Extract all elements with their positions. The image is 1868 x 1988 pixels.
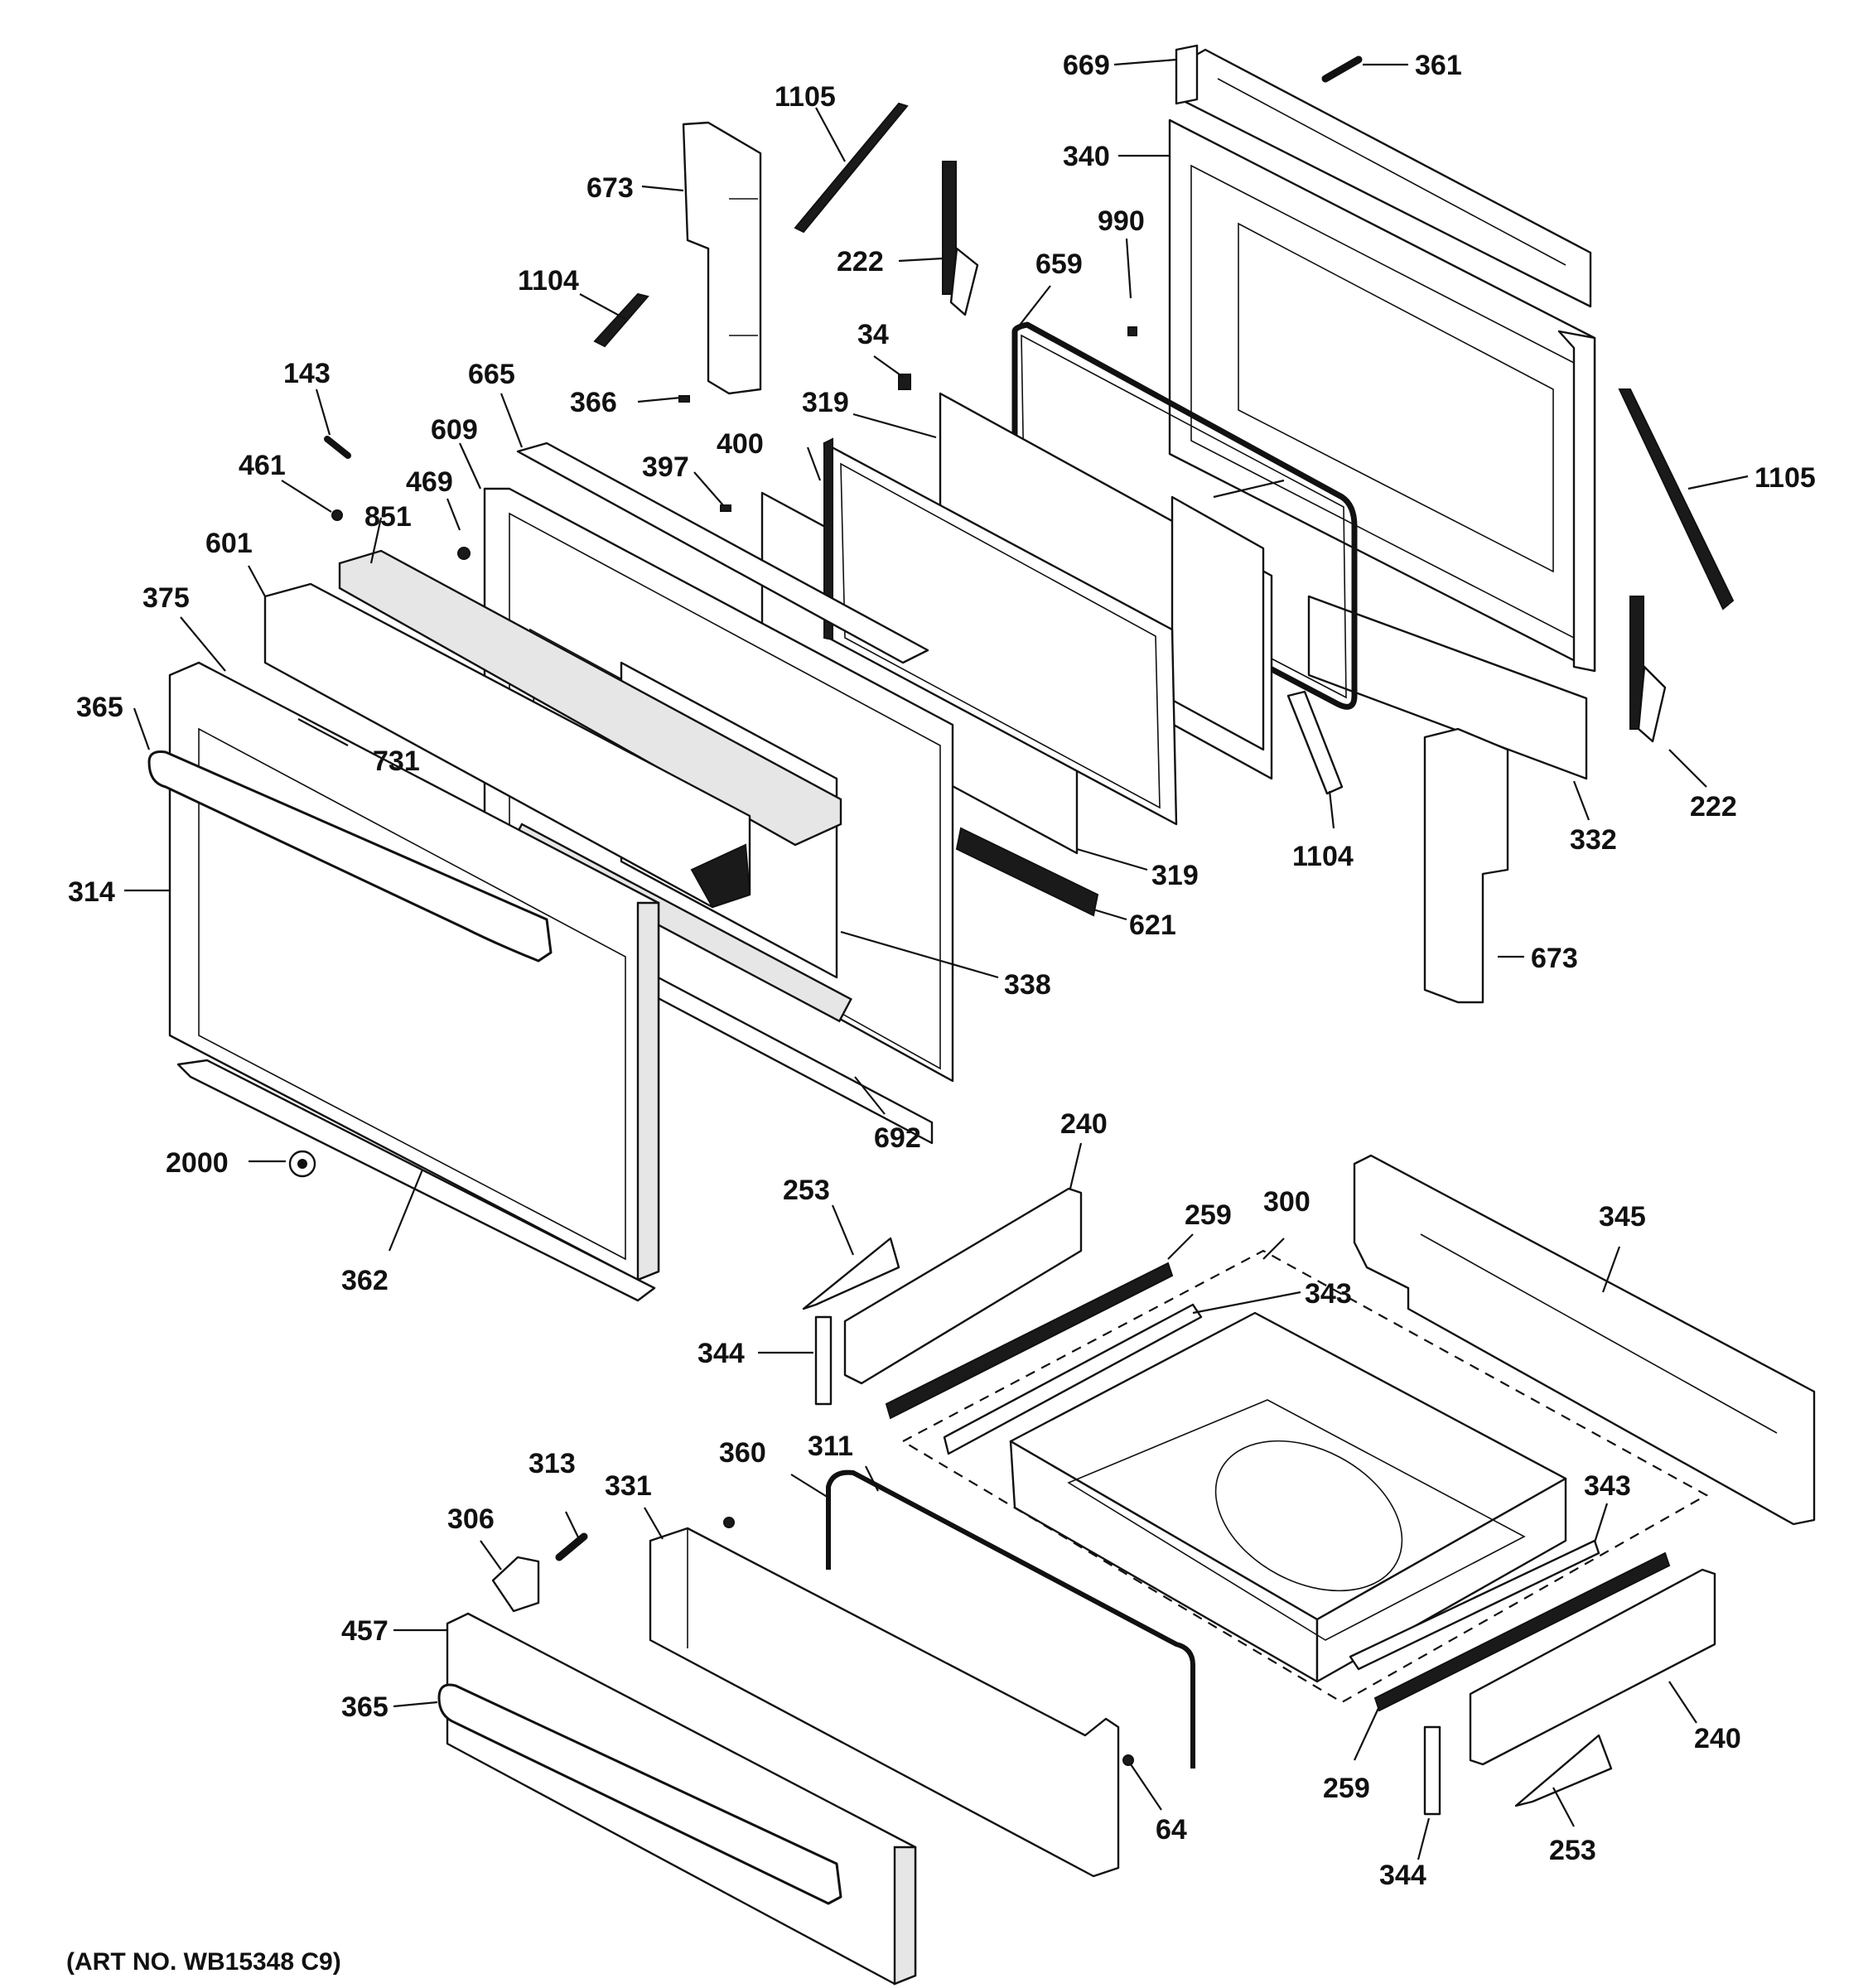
inner-door-frame-part [1168, 118, 1596, 673]
callout-365-upper: 365 [76, 692, 123, 723]
door-top-cap-part [1175, 44, 1592, 308]
callout-300: 300 [1263, 1186, 1310, 1218]
callout-731: 731 [373, 746, 420, 777]
small-fasteners [324, 326, 1137, 560]
drawer-inner-front-part [649, 1527, 1120, 1878]
hinge-right-part [1629, 596, 1667, 743]
callout-1105-right: 1105 [1755, 462, 1816, 494]
callout-851: 851 [364, 501, 412, 533]
callout-319: 319 [802, 387, 849, 418]
callout-669: 669 [1063, 50, 1110, 81]
drawer-back-panel-part [1353, 1154, 1816, 1526]
callout-34: 34 [857, 319, 889, 350]
callout-253-right: 253 [1549, 1835, 1596, 1866]
callout-313: 313 [529, 1448, 576, 1479]
callout-64: 64 [1156, 1814, 1187, 1846]
callout-314: 314 [68, 876, 115, 908]
drawer-handle-part [437, 1683, 842, 1905]
door-bottom-vent-part [176, 1059, 656, 1302]
clip-right-part [1286, 690, 1344, 795]
callout-990: 990 [1098, 205, 1145, 237]
callout-469: 469 [406, 466, 453, 498]
callout-365-lower: 365 [341, 1691, 389, 1723]
callout-344-right: 344 [1379, 1860, 1426, 1891]
art-number-label: (ART NO. WB15348 C9) [66, 1948, 341, 1976]
leader-lines [124, 58, 1749, 1860]
callout-253: 253 [783, 1175, 830, 1206]
drawer-front-gasket-part [826, 1469, 1195, 1768]
clip-left-part [593, 292, 649, 348]
callout-143: 143 [283, 358, 331, 389]
door-vent-left-part [682, 121, 762, 395]
callout-332: 332 [1570, 824, 1617, 856]
callout-labels: 669 361 1105 673 340 990 222 659 1104 34… [68, 50, 1816, 1891]
drawer-rail-259-right-part [1373, 1551, 1671, 1712]
callout-343: 343 [1305, 1278, 1352, 1310]
callout-338: 338 [1004, 969, 1051, 1001]
callout-222: 222 [837, 246, 884, 277]
callout-240-right: 240 [1694, 1723, 1741, 1754]
fastener-64-a [723, 1517, 735, 1528]
gasket-strip-right-part [1618, 388, 1735, 610]
roller-344-right-part [1423, 1725, 1441, 1816]
callout-240: 240 [1060, 1108, 1108, 1140]
roller-344-left-part [814, 1315, 833, 1406]
callout-360: 360 [719, 1437, 766, 1469]
callout-1105: 1105 [775, 81, 836, 113]
callout-222-right: 222 [1690, 791, 1737, 823]
door-vent-right-part [1423, 727, 1509, 1004]
callout-621: 621 [1129, 910, 1176, 941]
callout-259-right: 259 [1323, 1773, 1370, 1804]
bracket-306-part [491, 1556, 540, 1613]
side-bracket-right-part [1469, 1568, 1716, 1766]
callout-331: 331 [605, 1470, 652, 1502]
callout-673: 673 [586, 172, 634, 204]
callout-311: 311 [808, 1431, 853, 1462]
drawer-slide-right-part [1349, 1539, 1600, 1671]
callout-340: 340 [1063, 141, 1110, 172]
vent-trim-part [1307, 595, 1588, 780]
callout-343-right: 343 [1584, 1470, 1631, 1502]
callout-2000: 2000 [166, 1147, 229, 1179]
door-control-bracket-part [263, 582, 751, 909]
callout-375: 375 [142, 582, 190, 614]
bracket-cover-right-part [1514, 1734, 1613, 1807]
drawer-assembly-outline [900, 1249, 1709, 1704]
callout-1104-right: 1104 [1292, 841, 1354, 872]
hinge-left-part [942, 161, 979, 316]
gasket-strip-top-part [794, 102, 909, 234]
window-frame-part [823, 437, 1178, 826]
door-handle-upper-part [147, 750, 553, 963]
callout-362: 362 [341, 1265, 389, 1296]
bracket-cover-left-part [802, 1237, 900, 1310]
screw-361-part [1321, 55, 1363, 83]
callout-366: 366 [570, 387, 617, 418]
callout-361: 361 [1415, 50, 1462, 81]
callout-692: 692 [874, 1122, 921, 1154]
drawer-tub-part [1009, 1311, 1567, 1683]
callout-344: 344 [697, 1338, 745, 1369]
callout-306: 306 [447, 1503, 495, 1535]
callout-319-lower: 319 [1151, 860, 1199, 891]
drawer-slide-left-part [943, 1303, 1203, 1455]
side-bracket-left-part [843, 1187, 1083, 1385]
callout-461: 461 [239, 450, 286, 481]
callout-1104: 1104 [518, 265, 579, 297]
door-rail-part [338, 549, 842, 847]
window-trim-part [955, 827, 1099, 917]
callout-397: 397 [642, 451, 689, 483]
callout-665: 665 [468, 359, 515, 390]
callout-601: 601 [205, 528, 253, 559]
fastener-64-b [1122, 1754, 1134, 1766]
callout-345: 345 [1599, 1201, 1646, 1233]
callout-609: 609 [431, 414, 478, 446]
callout-457: 457 [341, 1615, 389, 1647]
callout-673-right: 673 [1531, 943, 1578, 974]
callout-659: 659 [1035, 248, 1083, 280]
callout-259: 259 [1185, 1199, 1232, 1231]
drawer-rail-259-left-part [885, 1262, 1174, 1420]
callout-400: 400 [717, 428, 764, 460]
